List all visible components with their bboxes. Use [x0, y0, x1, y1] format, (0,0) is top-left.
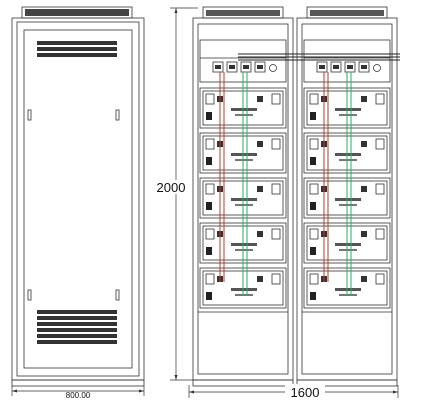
module-handle-right [271, 228, 281, 240]
module-switch [206, 157, 212, 165]
module-indicator-row [339, 204, 357, 206]
module-handle-left [309, 273, 319, 285]
module-nameplate [231, 198, 257, 201]
height-label: 2000 [157, 180, 186, 195]
cabinet-plinth [192, 379, 294, 387]
hinge-bottom-left [27, 289, 32, 301]
module-handle-left [205, 183, 215, 195]
module-nameplate [335, 288, 361, 291]
module-terminal [257, 276, 263, 282]
module-terminal [361, 141, 367, 147]
module-indicator-row [339, 114, 357, 116]
hinge-top-right [115, 109, 120, 121]
module-handle-left [205, 138, 215, 150]
cabinet-top-vent-slots [310, 10, 384, 16]
module-switch [206, 247, 212, 255]
upper-vent-grille [37, 41, 117, 57]
module-nameplate [231, 243, 257, 246]
module-terminal [361, 276, 367, 282]
breaker-knob [269, 64, 277, 72]
module-terminal [257, 141, 263, 147]
breaker-knob [373, 64, 381, 72]
module-handle-right [375, 93, 385, 105]
module-handle-right [375, 273, 385, 285]
module-switch [310, 202, 316, 210]
module-handle-right [271, 273, 281, 285]
module-indicator-row [235, 204, 253, 206]
terminal-contact [333, 65, 339, 69]
module-terminal [361, 231, 367, 237]
module-handle-left [309, 138, 319, 150]
terminal-contact [319, 65, 325, 69]
module-nameplate [231, 108, 257, 111]
module-indicator-row [339, 159, 357, 161]
module-indicator-row [235, 294, 253, 296]
module-switch [310, 292, 316, 300]
cabinet-inner-frame [301, 23, 393, 375]
cabinet-inner-frame [197, 23, 289, 375]
module-switch [206, 202, 212, 210]
module-handle-right [375, 183, 385, 195]
module-indicator-row [339, 294, 357, 296]
front-view-cabinet [11, 6, 145, 387]
module-terminal [257, 186, 263, 192]
terminal-contact [361, 65, 367, 69]
hinge-top-left [27, 109, 32, 121]
cabinet-top-vent-slots [206, 10, 280, 16]
module-handle-left [205, 228, 215, 240]
module-nameplate [335, 108, 361, 111]
module-handle-left [205, 273, 215, 285]
module-nameplate [335, 198, 361, 201]
module-terminal [361, 96, 367, 102]
front-width-label: 800.00 [66, 391, 91, 400]
module-indicator-row [235, 249, 253, 251]
terminal-contact [257, 65, 263, 69]
front-width-dimension [11, 386, 145, 396]
module-handle-left [309, 228, 319, 240]
module-nameplate [335, 243, 361, 246]
internal-cabinet-2 [296, 6, 400, 387]
module-indicator-row [235, 159, 253, 161]
module-nameplate [231, 153, 257, 156]
module-handle-right [375, 138, 385, 150]
internal-cabinet-1 [192, 6, 400, 387]
module-nameplate [231, 288, 257, 291]
lower-vent-grille [37, 310, 117, 344]
total-width-label: 1600 [291, 385, 320, 400]
module-terminal [257, 231, 263, 237]
module-handle-right [271, 183, 281, 195]
cabinet-plinth [296, 379, 398, 387]
module-handle-left [309, 183, 319, 195]
module-switch [310, 247, 316, 255]
module-switch [310, 157, 316, 165]
terminal-contact [347, 65, 353, 69]
module-switch [310, 112, 316, 120]
module-switch [206, 292, 212, 300]
module-terminal [257, 96, 263, 102]
module-handle-right [375, 228, 385, 240]
terminal-contact [243, 65, 249, 69]
internal-view-cabinets [192, 6, 400, 387]
module-indicator-row [339, 249, 357, 251]
module-switch [206, 112, 212, 120]
module-handle-right [271, 93, 281, 105]
module-nameplate [335, 153, 361, 156]
hinge-bottom-right [115, 289, 120, 301]
module-terminal [361, 186, 367, 192]
module-handle-right [271, 138, 281, 150]
terminal-contact [215, 65, 221, 69]
module-handle-left [309, 93, 319, 105]
module-handle-left [205, 93, 215, 105]
top-vent-slots [25, 9, 129, 16]
module-indicator-row [235, 114, 253, 116]
terminal-contact [229, 65, 235, 69]
